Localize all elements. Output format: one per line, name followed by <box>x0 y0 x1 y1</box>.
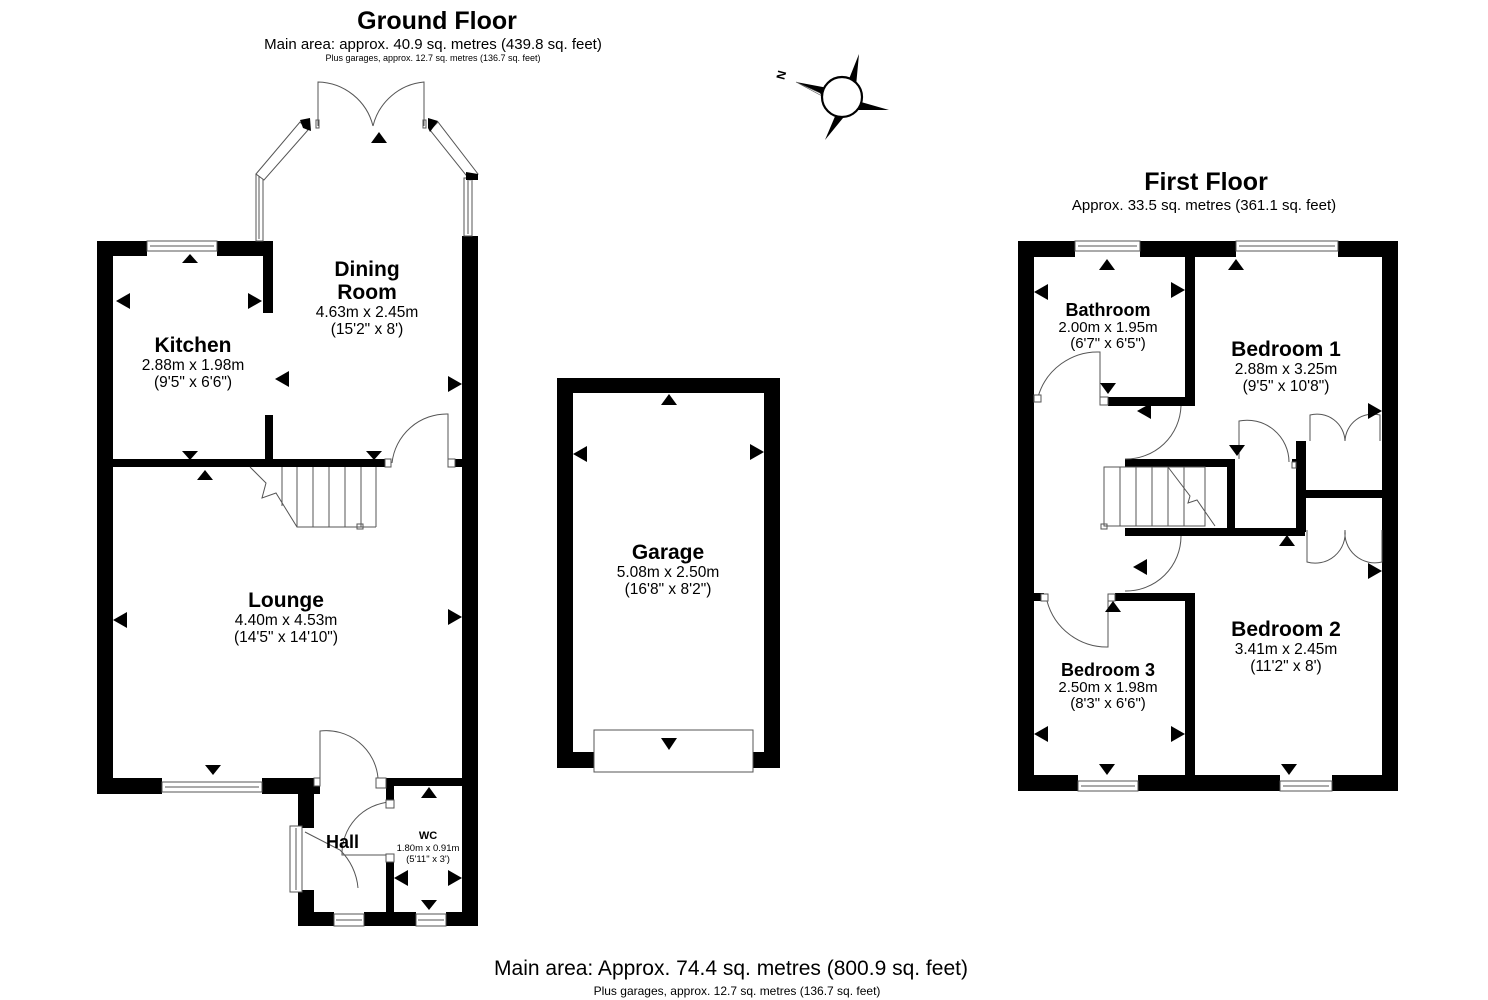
total-main-area: Main area: Approx. 74.4 sq. metres (800.… <box>494 957 968 980</box>
ground-stairs <box>249 466 377 530</box>
room-dimensions-imperial: (6'7" x 6'5") <box>1070 335 1146 352</box>
room-name: Dining <box>334 258 400 281</box>
room-dimensions-imperial: (9'5" x 10'8") <box>1242 378 1330 395</box>
room-name: Bathroom <box>1065 300 1151 320</box>
room-label-bedroom-3: Bedroom 3 2.50m x 1.98m (8'3" x 6'6") <box>1058 660 1157 712</box>
ground-floor-main-area: Main area: approx. 40.9 sq. metres (439.… <box>264 36 602 53</box>
first-stairs <box>1100 466 1216 530</box>
ground-floor-doors <box>304 413 456 889</box>
room-name: Bedroom 2 <box>1231 618 1341 641</box>
room-dimensions-metric: 2.88m x 1.98m <box>141 357 245 374</box>
room-name: Kitchen <box>154 334 232 357</box>
room-dimensions-imperial: (9'5" x 6'6") <box>153 374 233 391</box>
room-label-garage: Garage 5.08m x 2.50m (16'8" x 8'2") <box>617 541 720 598</box>
room-dimensions-metric: 2.88m x 3.25m <box>1234 361 1338 378</box>
ground-floor-garages-note: Plus garages, approx. 12.7 sq. metres (1… <box>325 53 541 63</box>
room-dimensions-metric: 2.50m x 1.98m <box>1058 679 1158 696</box>
room-label-lounge: Lounge 4.40m x 4.53m (14'5" x 14'10") <box>234 589 338 646</box>
first-floor-area: Approx. 33.5 sq. metres (361.1 sq. feet) <box>1071 197 1337 214</box>
first-floor-doors <box>1033 351 1383 648</box>
room-dimensions-metric: 3.41m x 2.45m <box>1234 641 1338 658</box>
room-name: Bedroom 3 <box>1060 660 1156 680</box>
ground-floor-windows <box>146 121 479 927</box>
room-dimensions-imperial: (14'5" x 14'10") <box>234 629 338 646</box>
room-label-hall: Hall <box>326 832 360 852</box>
garage-walls <box>557 378 780 768</box>
room-name: Lounge <box>248 589 324 612</box>
room-name: WC <box>418 830 438 842</box>
compass-icon <box>795 54 889 140</box>
dining-french-doors <box>315 81 427 129</box>
room-name: Bedroom 1 <box>1231 338 1341 361</box>
total-garages-note: Plus garages, approx. 12.7 sq. metres (1… <box>593 984 881 998</box>
room-dimensions-imperial: (8'3" x 6'6") <box>1070 695 1146 712</box>
room-dimensions-metric: 4.40m x 4.53m <box>234 612 338 629</box>
room-name: Room <box>337 281 397 304</box>
first-floor-windows <box>1074 240 1339 792</box>
garage-door <box>593 729 754 773</box>
ground-floor-arrows <box>113 132 462 910</box>
room-dimensions-metric: 5.08m x 2.50m <box>616 564 720 581</box>
room-label-bedroom-1: Bedroom 1 2.88m x 3.25m (9'5" x 10'8") <box>1231 338 1341 395</box>
room-dimensions-imperial: (16'8" x 8'2") <box>624 581 712 598</box>
room-label-bathroom: Bathroom 2.00m x 1.95m (6'7" x 6'5") <box>1058 300 1157 352</box>
room-label-kitchen: Kitchen 2.88m x 1.98m (9'5" x 6'6") <box>142 334 245 391</box>
room-dimensions-imperial: (5'11" x 3') <box>406 854 450 865</box>
first-floor-title: First Floor <box>1144 168 1268 196</box>
room-dimensions-metric: 2.00m x 1.95m <box>1058 319 1158 336</box>
room-label-bedroom-2: Bedroom 2 3.41m x 2.45m (11'2" x 8') <box>1231 618 1341 675</box>
room-dimensions-imperial: (15'2" x 8') <box>330 321 404 338</box>
first-floor-arrows <box>1034 259 1382 775</box>
room-label-wc: WC 1.80m x 0.91m (5'11" x 3') <box>397 830 460 865</box>
room-label-dining: Dining Room 4.63m x 2.45m (15'2" x 8') <box>316 258 419 338</box>
room-dimensions-metric: 1.80m x 0.91m <box>396 843 460 854</box>
ground-floor-walls <box>97 236 478 926</box>
first-floor-walls <box>1018 241 1398 791</box>
room-dimensions-metric: 4.63m x 2.45m <box>315 304 419 321</box>
room-dimensions-imperial: (11'2" x 8') <box>1250 658 1322 675</box>
room-name: Garage <box>631 541 705 564</box>
ground-floor-title: Ground Floor <box>357 7 517 35</box>
